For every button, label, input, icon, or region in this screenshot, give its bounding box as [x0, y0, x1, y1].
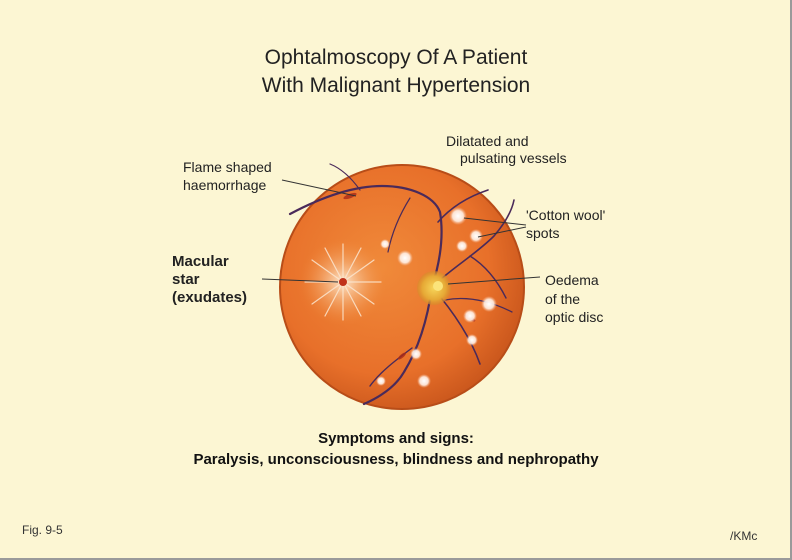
title-line-1: Ophtalmoscopy Of A Patient — [264, 46, 528, 69]
cotton-wool-spots — [376, 207, 497, 388]
retina — [279, 164, 525, 410]
dilated-vessels-label-2: pulsating vessels — [460, 150, 567, 166]
macular-star-label-3: (exudates) — [172, 289, 248, 306]
macular-star-label-2: star — [172, 271, 200, 288]
macular-star — [299, 238, 387, 326]
leader-lines — [261, 179, 541, 285]
optic-disc-label-2: of the — [545, 291, 581, 307]
caption-heading: Symptoms and signs: — [318, 430, 474, 447]
dilated-vessels-label-1: Dilatated and — [446, 133, 529, 149]
figure-number: Fig. 9-5 — [22, 523, 63, 537]
cotton-wool-label-1: 'Cotton wool' — [526, 207, 606, 223]
macular-star-label-1: Macular — [172, 253, 229, 270]
optic-disc-label-3: optic disc — [545, 309, 604, 325]
cotton-wool-label-2: spots — [526, 225, 560, 241]
flame-haemorrhage-label-1: Flame shaped — [183, 159, 272, 175]
flame-haemorrhage-label-2: haemorrhage — [183, 177, 267, 193]
optic-disc-label-1: Oedema — [545, 272, 599, 288]
caption-text: Paralysis, unconsciousness, blindness an… — [193, 451, 599, 468]
title-line-2: With Malignant Hypertension — [261, 74, 531, 97]
optic-disc — [417, 271, 451, 305]
author-mark: /KMc — [730, 529, 758, 543]
retinal-vessels — [288, 163, 515, 406]
